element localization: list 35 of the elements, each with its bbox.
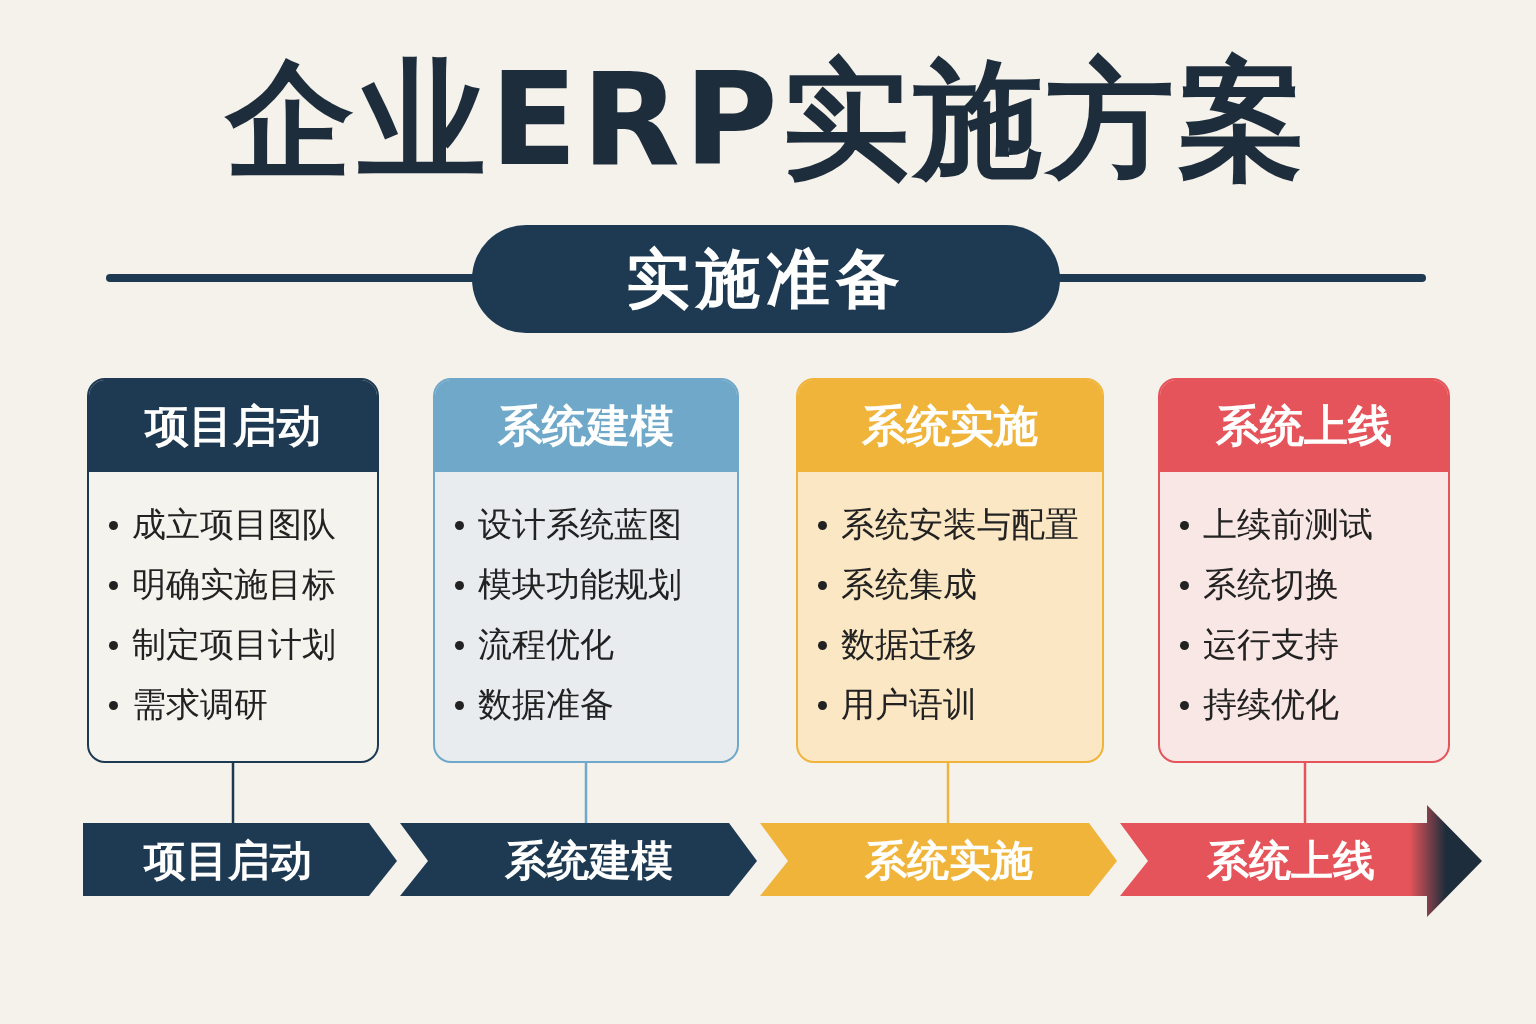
section-heading: 实施准备 xyxy=(626,240,906,318)
list-item: 运行支持 xyxy=(1203,623,1339,666)
list-item: 系统集成 xyxy=(841,563,977,606)
step-label: 系统实施 xyxy=(864,835,1033,887)
card-heading: 系统实施 xyxy=(862,398,1038,453)
title: 企业ERP实施方案 xyxy=(223,44,1311,196)
phase-card xyxy=(433,378,739,763)
chevron-step xyxy=(1120,805,1482,917)
list-item: 上续前测试 xyxy=(1203,503,1373,546)
list-item: 成立项目图队 xyxy=(132,503,336,546)
list-item: 制定项目计划 xyxy=(132,623,336,666)
list-item: 数据迁移 xyxy=(841,623,977,666)
connector-line xyxy=(1303,763,1307,823)
phase-card xyxy=(87,378,379,763)
connector-line xyxy=(584,763,588,823)
list-item: 需求调研 xyxy=(132,683,268,726)
list-item: 持续优化 xyxy=(1203,683,1339,726)
list-item: 用户语训 xyxy=(841,683,977,726)
step-label: 系统建模 xyxy=(504,835,673,887)
connector-line xyxy=(946,763,950,823)
card-heading: 项目启动 xyxy=(145,398,321,453)
phase-card xyxy=(796,378,1104,763)
step-label: 系统上线 xyxy=(1207,835,1375,887)
list-item: 系统安装与配置 xyxy=(841,503,1079,546)
list-item: 数据准备 xyxy=(478,683,614,726)
card-heading: 系统建模 xyxy=(498,398,674,453)
step-label: 项目启动 xyxy=(144,835,312,887)
phase-card xyxy=(1158,378,1450,763)
connector-line xyxy=(231,763,235,823)
list-item: 流程优化 xyxy=(478,623,614,666)
list-item: 模块功能规划 xyxy=(478,563,682,606)
list-item: 明确实施目标 xyxy=(132,563,336,606)
list-item: 设计系统蓝图 xyxy=(478,503,682,546)
card-heading: 系统上线 xyxy=(1216,398,1392,453)
list-item: 系统切换 xyxy=(1203,563,1339,606)
